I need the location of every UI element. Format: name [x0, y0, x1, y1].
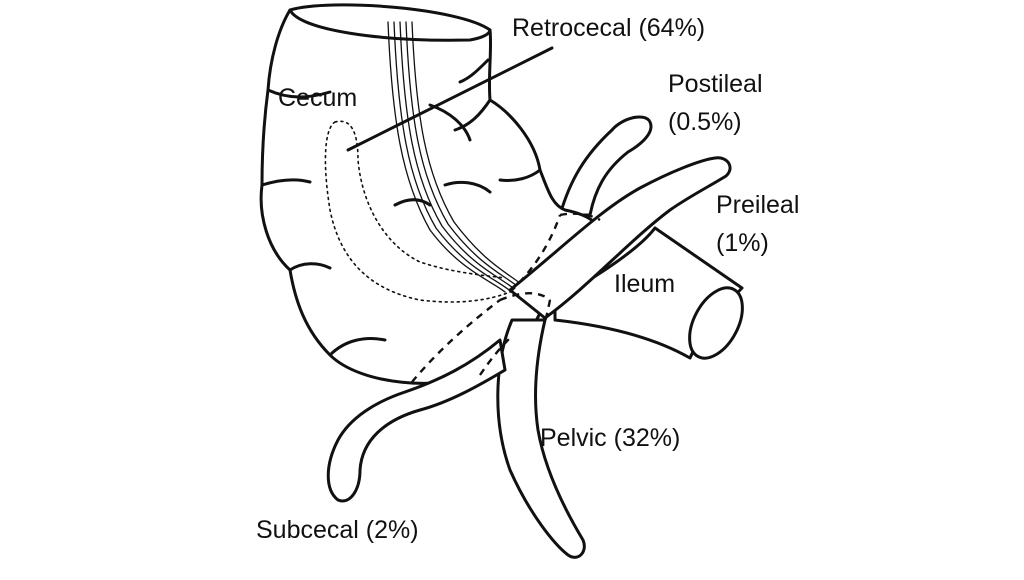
label-retrocecal: Retrocecal (64%): [512, 14, 705, 42]
label-postileal-percent: (0.5%): [668, 108, 742, 136]
subcecal-appendix: [326, 338, 507, 503]
label-postileal-name: Postileal: [668, 70, 763, 98]
label-pelvic: Pelvic (32%): [540, 424, 680, 452]
preileal-appendix: [508, 156, 732, 320]
postileal-appendix: [558, 115, 653, 217]
retrocecal-appendix: [324, 120, 511, 303]
pelvic-appendix: [496, 318, 586, 559]
label-preileal-percent: (1%): [716, 229, 769, 257]
ileum-tube: [553, 226, 744, 360]
label-cecum: Cecum: [278, 84, 357, 112]
appendix-base-dashes: [411, 212, 601, 383]
label-preileal-name: Preileal: [716, 191, 799, 219]
cecum-body: [259, 3, 604, 385]
label-subcecal: Subcecal (2%): [256, 516, 419, 544]
taenia-coli: [387, 21, 522, 293]
label-ileum: Ileum: [614, 270, 675, 298]
retrocecal-leader-line: [346, 46, 554, 152]
